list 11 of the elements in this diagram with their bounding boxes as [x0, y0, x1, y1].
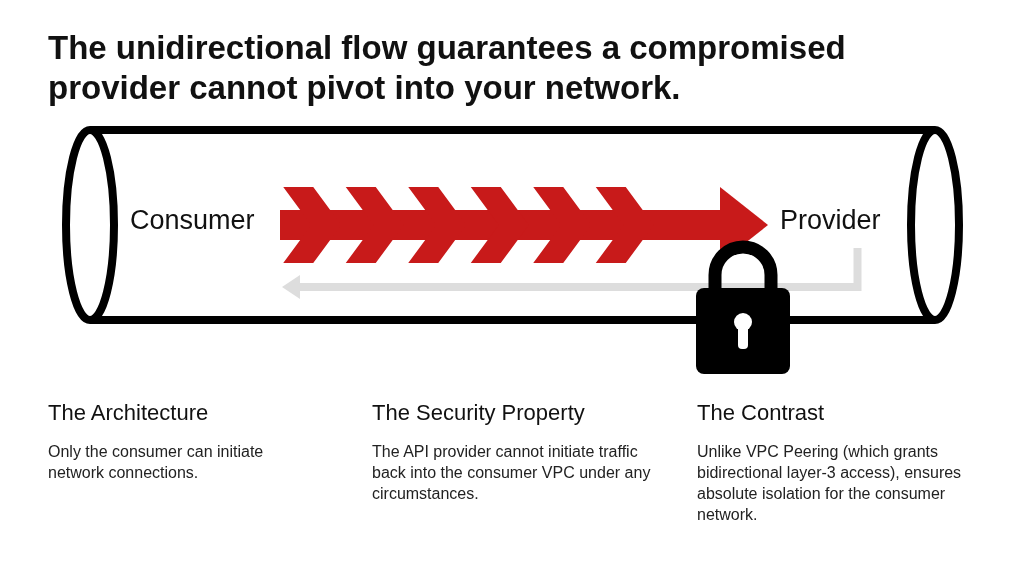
- arrow: [280, 187, 768, 263]
- section-text: The API provider cannot initiate traffic back into the consumer VPC under any circumstances.: [372, 442, 652, 504]
- endpoint-label: Consumer: [130, 205, 255, 236]
- endpoint-label: Provider: [780, 205, 881, 236]
- section-text: Unlike VPC Peering (which grants bidirectional layer-3 access), ensures absolute isolation for the consumer network.: [697, 442, 963, 525]
- title: The unidirectional flow guarantees a compromised provider cannot pivot into your network.: [48, 28, 847, 108]
- section-text: Only the consumer can initiate network connections.: [48, 442, 265, 483]
- section-heading: The Contrast: [697, 400, 825, 426]
- section-heading: The Security Property: [372, 400, 585, 426]
- arrow: [282, 248, 862, 299]
- section-heading: The Architecture: [48, 400, 209, 426]
